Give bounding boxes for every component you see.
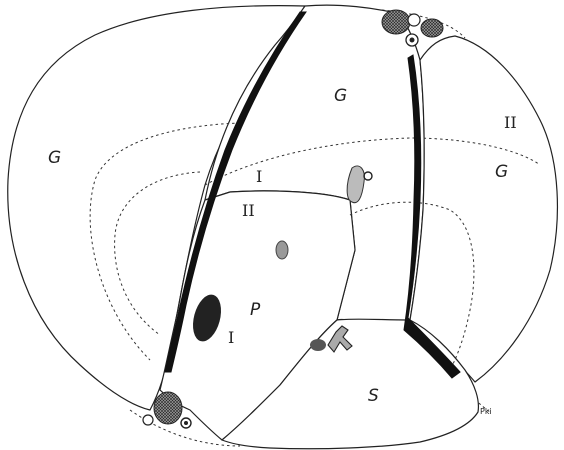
label-region-center-upper: I xyxy=(256,167,262,186)
dark-cluster-bottom xyxy=(310,339,326,351)
label-p: P xyxy=(250,300,261,320)
artist-signature: Pki xyxy=(480,407,492,416)
hatched-cell-top-left xyxy=(382,10,410,34)
label-region-right-layer: II xyxy=(504,113,517,132)
region-g-right xyxy=(410,36,557,382)
label-s: S xyxy=(368,386,379,406)
ring-cell-bottom-right-inner xyxy=(184,421,188,425)
hatched-cell-top-right xyxy=(421,19,443,37)
ring-cell-mid-inner xyxy=(410,38,415,43)
hatched-cell-bottom xyxy=(154,392,182,424)
label-g-right: G xyxy=(495,162,508,182)
label-g-center: G xyxy=(334,86,347,106)
label-region-bottom-left: I xyxy=(228,328,234,347)
label-g-left: G xyxy=(48,148,61,168)
label-region-center-lower: II xyxy=(242,201,255,220)
ring-cell-top xyxy=(408,14,420,26)
grey-body-center xyxy=(276,241,288,259)
ring-cell-bottom-left xyxy=(143,415,153,425)
